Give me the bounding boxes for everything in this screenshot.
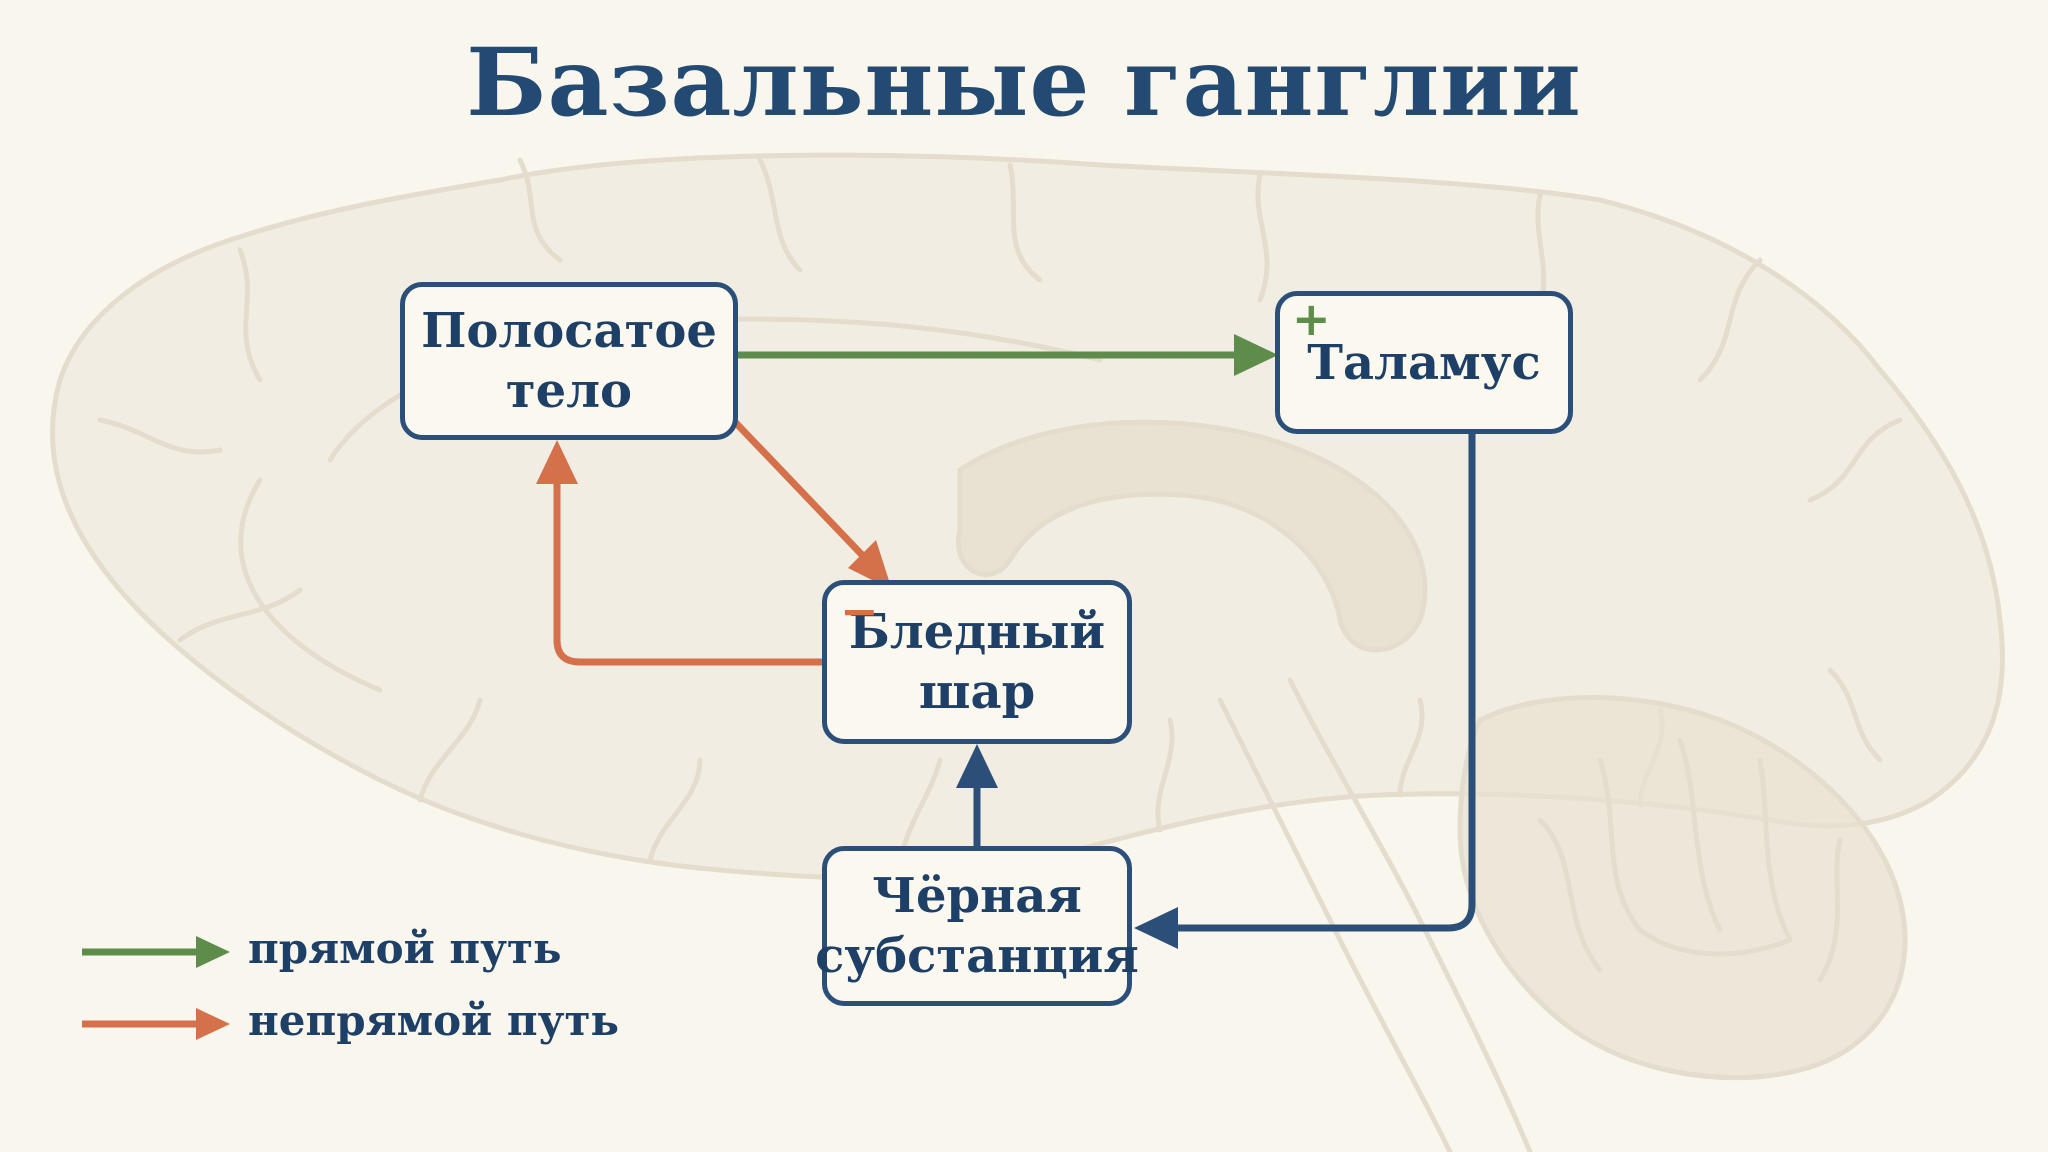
inhibitory-sign: −	[840, 584, 879, 638]
arrow-striatum-to-thalamus	[735, 334, 1278, 376]
node-globus-pallidus-label: Бледный шар	[848, 604, 1106, 720]
node-thalamus: Таламус	[1275, 291, 1573, 434]
node-globus-pallidus: Бледный шар	[822, 580, 1132, 744]
arrow-striatum-to-pallidus	[732, 419, 892, 590]
excitatory-sign: +	[1292, 292, 1331, 346]
diagram-title: Базальные ганглии	[466, 28, 1582, 138]
node-substantia-nigra-label: Чёрная субстанция	[815, 868, 1139, 984]
arrow-nigra-to-pallidus	[956, 744, 998, 848]
arrow-thalamus-to-nigra	[1134, 434, 1476, 949]
node-thalamus-label: Таламус	[1307, 334, 1541, 391]
legend-direct-label: прямой путь	[248, 924, 562, 973]
legend-direct-arrow-icon	[82, 936, 230, 968]
node-striatum: Полосатое тело	[400, 282, 738, 440]
legend-indirect-label: непрямой путь	[248, 996, 620, 1045]
node-substantia-nigra: Чёрная субстанция	[815, 846, 1139, 1006]
node-striatum-label: Полосатое тело	[421, 303, 717, 419]
legend-indirect-arrow-icon	[82, 1008, 230, 1040]
arrow-pallidus-to-striatum	[536, 440, 824, 666]
